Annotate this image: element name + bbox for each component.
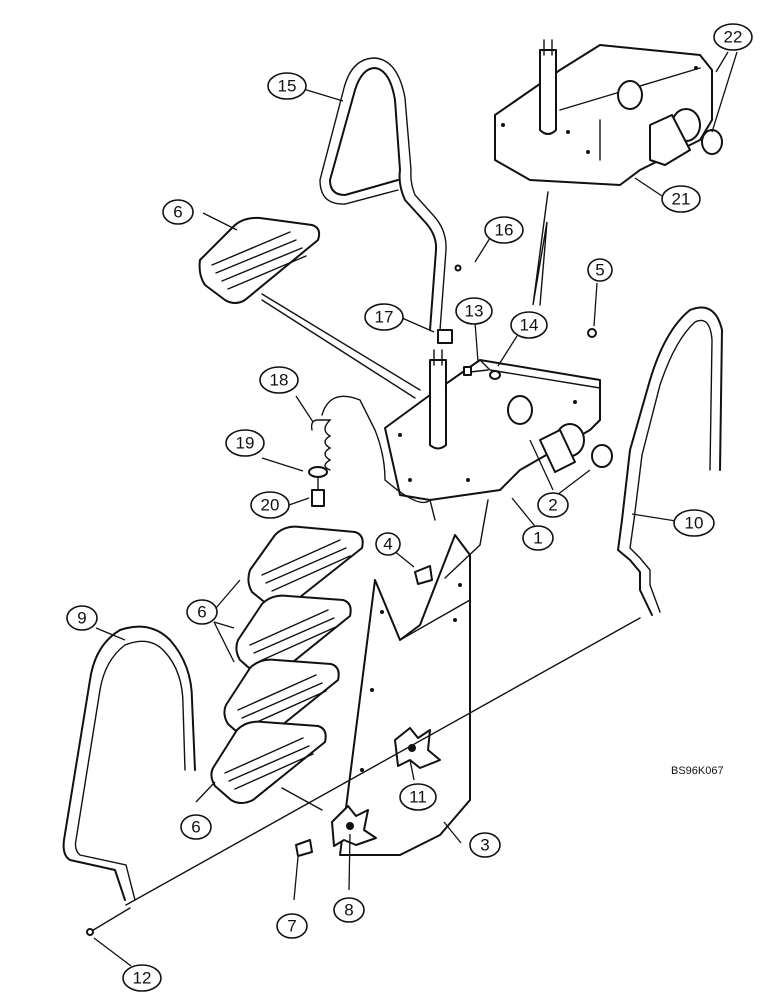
callout-4: 4 <box>375 532 401 556</box>
spring-assembly <box>308 395 436 521</box>
callout-6-bottom: 6 <box>180 814 212 840</box>
callout-20: 20 <box>250 491 290 519</box>
callout-8: 8 <box>333 897 365 923</box>
callout-14: 14 <box>510 311 548 339</box>
callout-22: 22 <box>713 23 753 51</box>
svg-text:11: 11 <box>409 788 427 807</box>
handrail-10 <box>617 306 723 616</box>
figure-code: BS96K067 <box>671 765 724 777</box>
step-top <box>198 216 321 304</box>
callout-12: 12 <box>122 964 162 992</box>
svg-text:22: 22 <box>724 28 743 47</box>
handrail-15 <box>319 57 447 331</box>
svg-text:6: 6 <box>197 603 206 622</box>
callout-9: 9 <box>66 605 98 631</box>
callout-7: 7 <box>276 913 308 939</box>
handrail-9 <box>62 625 196 901</box>
svg-text:16: 16 <box>495 221 514 240</box>
callout-16: 16 <box>484 216 524 244</box>
callout-2: 2 <box>537 492 569 518</box>
svg-text:10: 10 <box>685 514 704 533</box>
svg-text:9: 9 <box>77 609 86 628</box>
svg-text:20: 20 <box>261 496 280 515</box>
svg-text:15: 15 <box>278 77 297 96</box>
svg-text:12: 12 <box>133 969 152 988</box>
svg-text:14: 14 <box>520 316 539 335</box>
callout-18: 18 <box>259 366 299 394</box>
callout-3: 3 <box>469 832 501 858</box>
svg-text:5: 5 <box>595 261 604 280</box>
svg-text:4: 4 <box>383 535 392 554</box>
callouts: 1 2 3 4 5 6 6 6 7 8 9 10 11 12 13 14 15 … <box>66 23 753 992</box>
svg-text:6: 6 <box>191 818 200 837</box>
callout-6-top: 6 <box>162 199 194 225</box>
svg-text:3: 3 <box>480 836 489 855</box>
svg-text:7: 7 <box>287 917 296 936</box>
svg-text:13: 13 <box>465 302 484 321</box>
callout-19: 19 <box>225 429 265 457</box>
callout-5: 5 <box>587 258 613 282</box>
svg-text:1: 1 <box>533 529 542 548</box>
callout-13: 13 <box>455 297 493 325</box>
callout-10: 10 <box>673 509 715 537</box>
callout-17: 17 <box>364 303 404 331</box>
svg-text:19: 19 <box>236 434 255 453</box>
svg-text:8: 8 <box>344 901 353 920</box>
svg-text:2: 2 <box>548 496 557 515</box>
svg-text:18: 18 <box>270 371 289 390</box>
callout-11: 11 <box>399 783 437 811</box>
callout-15: 15 <box>267 72 307 100</box>
callout-1: 1 <box>522 525 554 551</box>
svg-text:17: 17 <box>375 308 394 327</box>
stair-stringer-3 <box>295 534 471 857</box>
callout-21: 21 <box>661 185 701 213</box>
leader-lines <box>93 51 738 967</box>
callout-6-mid: 6 <box>186 599 218 625</box>
step-stack <box>210 525 364 804</box>
svg-text:21: 21 <box>672 190 691 209</box>
svg-text:6: 6 <box>173 203 182 222</box>
upper-bracket-assembly <box>494 39 723 186</box>
main-bracket-1 <box>384 264 613 501</box>
